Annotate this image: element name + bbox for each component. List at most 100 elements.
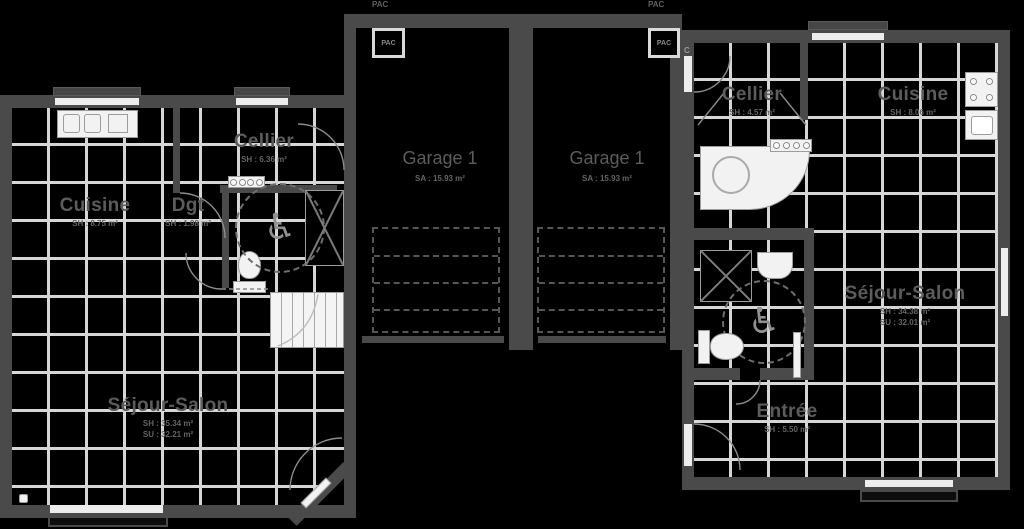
room-name: Cellier [233, 131, 295, 152]
room-label-garage-left: Garage 1 SA : 15.93 m² [402, 148, 477, 183]
parking-divider [539, 309, 663, 311]
shutter-box [808, 21, 888, 30]
door-opening [684, 56, 692, 92]
room-area: SH : 4.57 m² [729, 108, 775, 117]
partition-cellier-cuisine [800, 43, 808, 120]
room-label-cellier-right: Cellier SH : 4.57 m² [722, 84, 782, 117]
partition-bath-entree-left [694, 368, 740, 380]
room-name: Dgt [171, 195, 205, 216]
room-name: Cuisine [877, 84, 949, 105]
garage-right-left-wall [521, 14, 533, 350]
entry-door-opening [684, 424, 692, 466]
room-area: SA : 15.93 m² [582, 174, 632, 183]
garage-right-right-wall [670, 14, 682, 350]
left-unit-left-wall [0, 95, 12, 518]
partition-bath-entree-right [760, 368, 814, 380]
parking-bay [372, 227, 500, 333]
room-area: SH : 5.50 m² [764, 425, 810, 434]
right-unit-left-wall [682, 30, 694, 490]
basin-dot [792, 142, 800, 149]
room-area: SA : 15.93 m² [415, 174, 465, 183]
garage-right-top-wall [521, 14, 682, 28]
pac-unit-box: PAC [372, 28, 405, 58]
room-area: SH : 8.06 m² [890, 108, 936, 117]
garage-left-top-wall [344, 14, 522, 28]
wheelchair-accessibility-icon: ♿ [263, 207, 297, 248]
basin-dot [802, 142, 810, 149]
room-label-dgt: Dgt SH : 1.98 m² [165, 195, 211, 228]
partition-cellier-bath [694, 228, 812, 240]
sink-basin [84, 114, 101, 133]
room-name: Entrée [756, 401, 818, 422]
basin-dot [256, 178, 264, 186]
basin-dot [782, 142, 790, 149]
grab-bar [793, 332, 801, 378]
parking-bay [537, 227, 665, 333]
pac-box-label: PAC [381, 39, 396, 47]
room-area: SU : 32.01 m² [879, 318, 931, 327]
room-name: Séjour-Salon [844, 283, 966, 304]
parking-divider [539, 282, 663, 284]
room-name: Séjour-Salon [107, 395, 229, 416]
garage-left-left-wall [344, 14, 356, 350]
basin-dot [772, 142, 780, 149]
sink-basin [63, 114, 80, 133]
partition-bath-sejour [804, 228, 814, 380]
room-area: SH : 35.34 m² [142, 419, 194, 428]
room-label-sejour-right: Séjour-Salon SH : 34.38 m² SU : 32.01 m² [845, 283, 966, 327]
window [55, 98, 139, 105]
window [812, 33, 884, 40]
pac-label: PAC [648, 0, 665, 9]
shutter-box [53, 87, 141, 96]
garage-right-door-threshold [538, 336, 666, 343]
parking-divider [374, 255, 498, 257]
shutter-box [234, 87, 290, 96]
burner-dot [970, 77, 978, 85]
toilet-bowl [710, 333, 744, 360]
burner-dot [970, 94, 978, 102]
garage-left-right-wall [509, 14, 521, 350]
room-area: SU : 32.21 m² [142, 430, 194, 439]
room-label-cellier-left: Cellier SH : 6.36 m² [234, 131, 294, 164]
room-area: SH : 8.75 m² [72, 219, 118, 228]
toilet-tank [233, 281, 266, 293]
burner-dot [985, 77, 993, 85]
parking-divider [374, 309, 498, 311]
basin-dot [238, 178, 246, 186]
room-label-cuisine-left: Cuisine SH : 8.75 m² [60, 195, 131, 228]
pac-box-label: PAC [656, 39, 672, 47]
pac-label: PAC [372, 0, 389, 9]
window [236, 98, 288, 105]
sink-basin [971, 116, 993, 135]
room-name: Cuisine [59, 195, 131, 216]
staircase [270, 292, 344, 348]
room-label-sejour-left: Séjour-Salon SH : 35.34 m² SU : 32.21 m² [108, 395, 229, 439]
parking-divider [374, 282, 498, 284]
sliding-window [50, 505, 163, 513]
partition-dgt-wc [222, 193, 229, 288]
room-name: Garage 1 [569, 148, 645, 168]
pac-unit-box: PAC [648, 28, 680, 58]
left-unit-top-wall [0, 95, 356, 108]
porch-step [860, 490, 958, 502]
cooktop [108, 114, 128, 133]
cooktop [965, 72, 998, 107]
washer-door [712, 156, 750, 194]
window [1001, 248, 1008, 316]
wheelchair-accessibility-icon: ♿ [747, 301, 781, 342]
room-area: SH : 6.36 m² [241, 155, 287, 164]
porch-step [48, 516, 168, 527]
garage-left-door-threshold [362, 336, 504, 343]
door-stop [19, 494, 28, 503]
room-label-entree: Entrée SH : 5.50 m² [757, 401, 818, 434]
room-area: SH : 1.98 m² [165, 219, 211, 228]
parking-divider [539, 255, 663, 257]
washbasin [757, 252, 793, 279]
burner-dot [985, 94, 993, 102]
room-name: Cellier [721, 84, 783, 105]
right-unit-bottom-wall [682, 477, 1010, 490]
sliding-window [865, 480, 953, 487]
room-area: SH : 34.38 m² [879, 307, 931, 316]
partition-cuisine-dgt [173, 108, 180, 193]
